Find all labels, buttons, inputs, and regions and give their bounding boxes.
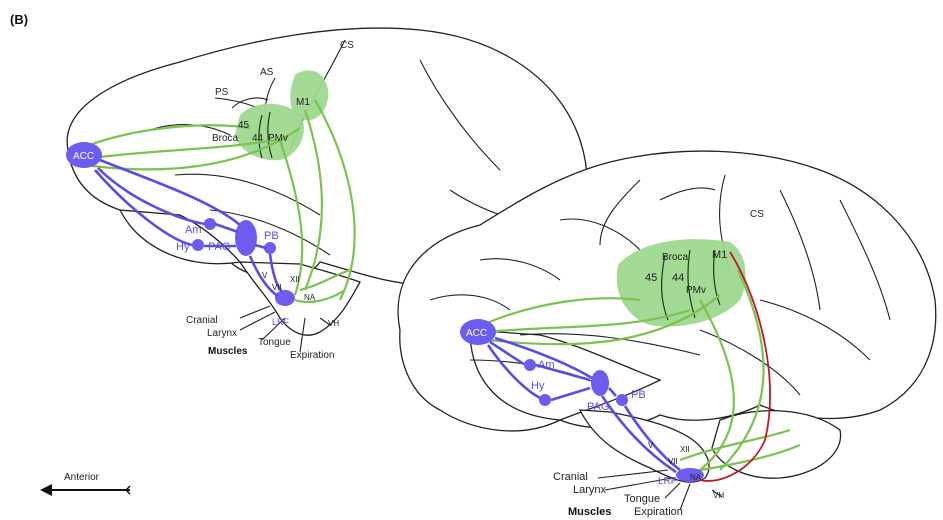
anterior-direction-indicator: Anterior [40,472,130,496]
monkey-lrf-node [275,290,295,306]
monkey-acc-label: ACC [73,151,94,162]
monkey-expiration-label: Expiration [290,350,334,361]
human-vii-label: VII [668,457,678,466]
monkey-cranial-label: Cranial [186,315,218,326]
human-pag-label: PAG [587,401,609,413]
human-pb-label: PB [631,389,646,401]
monkey-vii-label: VII [272,283,282,292]
monkey-vh-label: VH [328,319,339,328]
human-cs-label: CS [750,209,764,220]
monkey-hy-node [192,239,204,251]
human-lrf-label: LRF [658,476,677,487]
human-hy-node [539,394,551,406]
monkey-v-label: V [262,271,268,280]
monkey-pb-label: PB [264,230,279,242]
human-vh-label: VH [713,491,724,500]
monkey-pag-node [235,220,257,256]
monkey-ps-label: PS [215,87,229,98]
monkey-tongue-label: Tongue [258,337,291,348]
human-pag-node [591,370,609,396]
monkey-am-label: Am [185,224,202,236]
monkey-na-label: NA [304,293,316,302]
human-cranial-label: Cranial [553,471,588,483]
anterior-label: Anterior [64,472,100,483]
human-am-label: Am [538,359,555,371]
human-na-label: NA [690,473,702,482]
monkey-pag-label: PAG [208,241,230,253]
human-pb-node [616,394,628,406]
panel-label: (B) [10,12,28,27]
monkey-lrf-label: LRF [272,317,290,327]
human-44-label: 44 [672,272,684,284]
monkey-m1-label: M1 [296,97,310,108]
human-am-node [524,359,536,371]
human-hy-label: Hy [531,380,545,392]
monkey-as-label: AS [260,67,274,78]
monkey-broca-label: Broca [212,133,239,144]
human-larynx-label: Larynx [573,484,607,496]
human-expiration-label: Expiration [634,506,683,518]
human-muscles-label: Muscles [568,506,611,518]
human-xii-label: XII [680,445,690,454]
monkey-44-label: 44 [252,133,264,144]
monkey-hy-label: Hy [176,241,190,253]
human-broca-label: Broca [662,252,689,263]
human-tongue-label: Tongue [624,493,660,505]
monkey-cs-label: CS [340,40,354,51]
human-m1-label: M1 [712,249,727,261]
human-pmv-label: PMv [686,285,706,296]
human-v-label: V [648,441,654,450]
monkey-muscles-label: Muscles [208,346,248,357]
monkey-xii-label: XII [290,275,300,284]
human-45-label: 45 [645,272,657,284]
human-acc-label: ACC [466,328,487,339]
monkey-45-label: 45 [238,120,250,131]
anterior-arrowhead-icon [40,484,52,496]
monkey-pmv-label: PMv [268,133,288,144]
monkey-am-node [204,218,216,230]
monkey-larynx-label: Larynx [207,328,237,339]
